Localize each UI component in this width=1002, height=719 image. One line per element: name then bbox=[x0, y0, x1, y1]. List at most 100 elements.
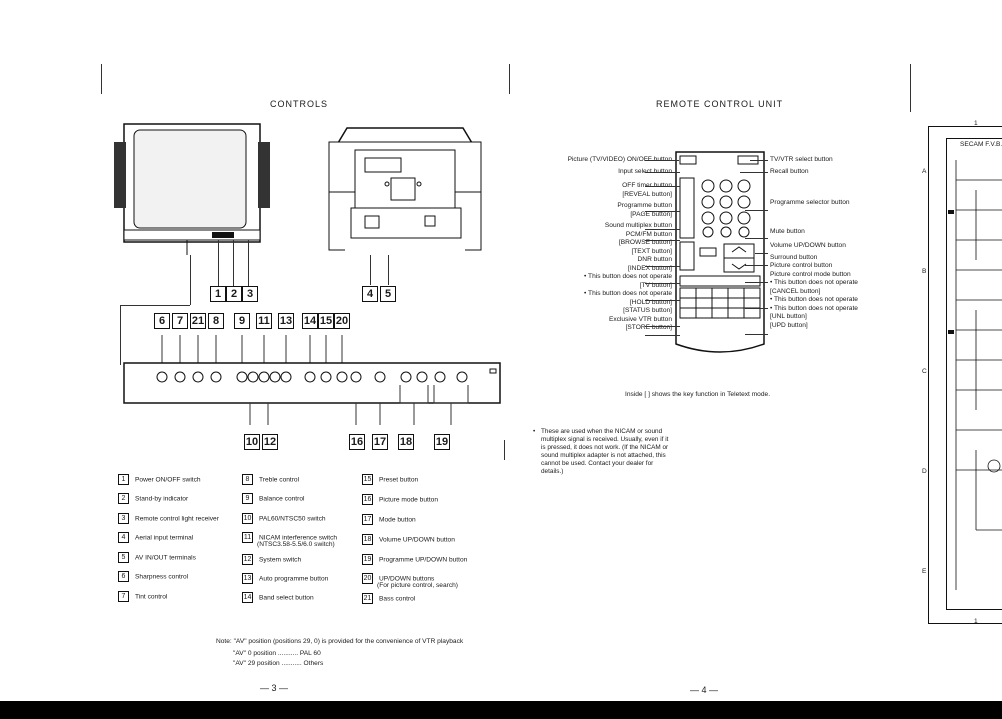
schematic-col-number: 1 bbox=[974, 618, 978, 625]
callout-12: 12 bbox=[262, 434, 278, 450]
schematic-circuit-drawing bbox=[948, 160, 1002, 590]
callout-15: 15 bbox=[318, 313, 334, 329]
schematic-row-c: C bbox=[922, 368, 927, 375]
label-volume: Volume UP/DOWN button bbox=[770, 242, 846, 249]
label-recall: Recall button bbox=[770, 167, 809, 175]
schematic-inner-frame bbox=[946, 138, 1002, 610]
callout-6: 6 bbox=[154, 313, 170, 329]
label-reveal: [REVEAL button] bbox=[622, 190, 672, 198]
callout-7: 7 bbox=[172, 313, 188, 329]
label-dnr: DNR button bbox=[637, 256, 672, 263]
label-unl: [UNL button] bbox=[770, 313, 807, 320]
label-off-timer: OFF timer button bbox=[622, 182, 672, 189]
page-edge-mark bbox=[509, 64, 510, 94]
remote-right-labels: TV/VTR select button Recall button Progr… bbox=[770, 156, 858, 330]
tv-back-illustration bbox=[328, 127, 482, 251]
control-panel-illustration bbox=[123, 335, 501, 425]
callout-4: 4 bbox=[362, 286, 378, 302]
label-cancel: [CANCEL button] bbox=[770, 287, 821, 295]
remote-left-labels: Picture (TV/VIDEO) ON/OFF button Input s… bbox=[568, 156, 672, 333]
callout-16: 16 bbox=[349, 434, 365, 450]
label-tv: [TV button] bbox=[639, 281, 672, 289]
label-upd: [UPD button] bbox=[770, 321, 808, 329]
callout-14: 14 bbox=[302, 313, 318, 329]
tv-front-illustration bbox=[114, 123, 270, 255]
schematic-row-d: D bbox=[922, 468, 927, 475]
bullet-icon: • bbox=[533, 428, 536, 435]
callout-9: 9 bbox=[234, 313, 250, 329]
callout-10: 10 bbox=[244, 434, 260, 450]
label-programme-selector: Programme selector button bbox=[770, 199, 850, 206]
schematic-row-e: E bbox=[922, 568, 927, 575]
schematic-label: SECAM F.V.B. bbox=[960, 141, 1002, 148]
callout-2: 2 bbox=[226, 286, 242, 302]
label-status: [STATUS button] bbox=[623, 307, 672, 314]
controls-title: CONTROLS bbox=[270, 99, 329, 109]
schematic-col-number: 1 bbox=[974, 120, 978, 127]
note-line-1: Note: "AV" position (positions 29, 0) is… bbox=[216, 638, 464, 645]
label-exclusive-vtr: Exclusive VTR button bbox=[608, 315, 672, 323]
callout-3: 3 bbox=[242, 286, 258, 302]
label-picture-onoff: Picture (TV/VIDEO) ON/OFF button bbox=[567, 156, 672, 163]
label-pcm-fm: PCM/FM button bbox=[625, 230, 672, 238]
remote-control-illustration bbox=[675, 151, 765, 353]
page-number-left: — 3 — bbox=[260, 683, 289, 693]
legend-subtext: (For picture control, search) bbox=[377, 582, 458, 589]
note-line-2: "AV" 0 position ........... PAL 60 bbox=[233, 650, 321, 657]
callout-11: 11 bbox=[256, 313, 272, 329]
schematic-row-b: B bbox=[922, 268, 927, 275]
callout-20: 20 bbox=[334, 313, 350, 329]
callout-19: 19 bbox=[434, 434, 450, 450]
legend-subtext: (NTSC3.58-5.5/6.0 switch) bbox=[257, 541, 335, 548]
label-not-operate: • This button does not operate bbox=[770, 279, 858, 286]
label-tv-vtr-select: TV/VTR select button bbox=[770, 156, 833, 163]
label-sound-multiplex: Sound multiplex button bbox=[604, 222, 672, 229]
callout-8: 8 bbox=[208, 313, 224, 329]
label-index: [INDEX button] bbox=[628, 264, 672, 272]
remote-title: REMOTE CONTROL UNIT bbox=[656, 99, 784, 109]
callout-13: 13 bbox=[278, 313, 294, 329]
label-not-operate: • This button does not operate bbox=[584, 273, 672, 280]
page-number-right: — 4 — bbox=[690, 685, 719, 695]
page-edge-mark bbox=[101, 64, 102, 94]
label-programme: Programme button bbox=[617, 202, 672, 209]
label-store: [STORE button] bbox=[625, 324, 672, 331]
callout-18: 18 bbox=[398, 434, 414, 450]
label-not-operate: • This button does not operate bbox=[584, 290, 672, 297]
callout-5: 5 bbox=[380, 286, 396, 302]
nicam-note: • These are used when the NICAM or sound… bbox=[533, 428, 669, 475]
label-hold: [HOLD button] bbox=[629, 298, 672, 306]
label-picture-control-mode: Picture control mode button bbox=[770, 270, 851, 278]
note-line-3: "AV" 29 position ........... Others bbox=[233, 660, 324, 667]
label-not-operate: • This button does not operate bbox=[770, 304, 858, 312]
inside-bracket-note: Inside [ ] shows the key function in Tel… bbox=[625, 391, 771, 398]
callout-17: 17 bbox=[372, 434, 388, 450]
label-not-operate: • This button does not operate bbox=[770, 296, 858, 303]
label-mute: Mute button bbox=[770, 227, 805, 235]
scan-bottom-edge bbox=[0, 701, 1002, 719]
label-surround: Surround button bbox=[770, 253, 818, 261]
label-browse: [BROWSE button] bbox=[618, 239, 672, 246]
label-input-select: Input select button bbox=[618, 167, 672, 175]
schematic-frame bbox=[928, 126, 1002, 624]
label-picture-control: Picture control button bbox=[770, 262, 833, 269]
schematic-row-a: A bbox=[922, 168, 927, 175]
